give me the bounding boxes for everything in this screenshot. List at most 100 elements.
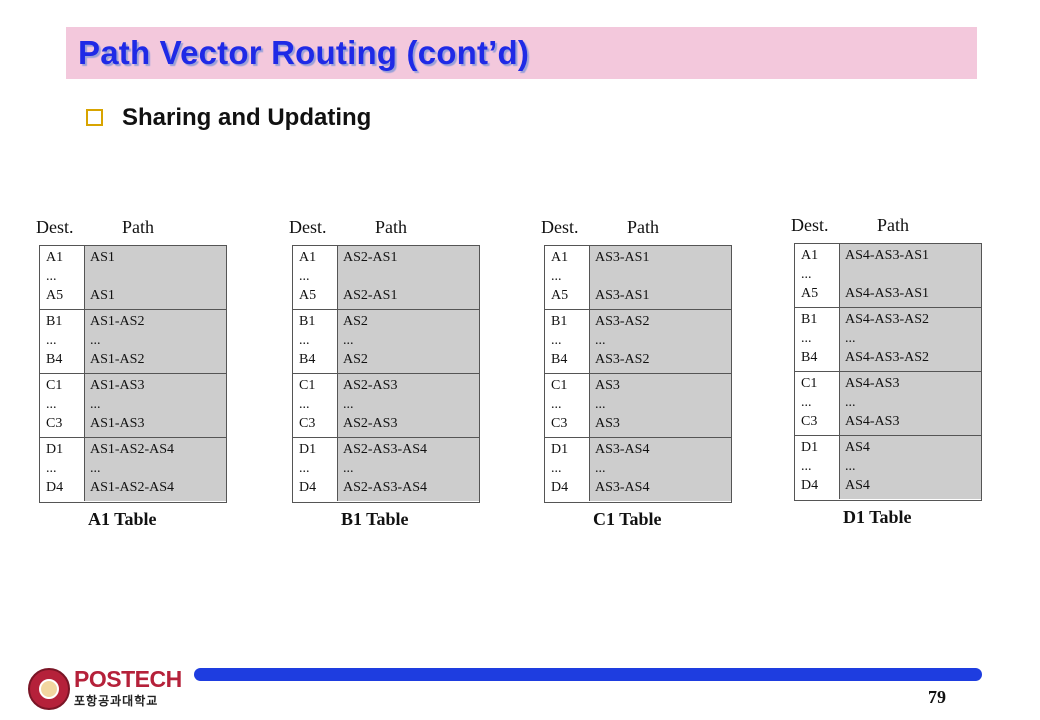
dest-header: Dest.	[36, 217, 74, 237]
slide-title: Path Vector Routing (cont’d)	[78, 34, 530, 71]
path-value: ...	[595, 461, 606, 476]
dest-cell: D1... D4	[40, 438, 85, 501]
path-value: ...	[595, 397, 606, 412]
path-value: AS1-AS2	[90, 314, 145, 329]
path-value: AS1-AS3	[90, 378, 145, 393]
path-header: Path	[375, 217, 408, 237]
dest-value: C1	[551, 378, 568, 393]
dest-value: ...	[801, 267, 812, 282]
path-value: AS4	[845, 478, 870, 493]
dest-value: C3	[551, 416, 568, 431]
university-seal-icon	[28, 668, 70, 710]
dest-header: Dest.	[541, 217, 579, 237]
dest-value: B1	[46, 314, 63, 329]
path-value: ...	[90, 333, 101, 348]
path-value: AS4	[845, 440, 870, 455]
path-value: AS2-AS3-AS4	[343, 480, 428, 495]
dest-cell: C1...C3	[545, 374, 590, 437]
dest-value: ...	[299, 269, 310, 284]
path-cell: AS3...AS3	[590, 374, 731, 437]
path-value: AS4-AS3-AS2	[845, 350, 930, 365]
logo-name: POSTECH	[74, 666, 182, 692]
dest-value: D4	[46, 480, 64, 495]
path-value: AS2-AS3	[343, 416, 398, 431]
path-value: AS4-AS3-AS1	[845, 248, 930, 263]
dest-cell: B1... B4	[40, 310, 85, 373]
dest-value: B1	[551, 314, 568, 329]
dest-value: ...	[46, 333, 57, 348]
dest-value: ...	[299, 397, 310, 412]
dest-value: B4	[299, 352, 316, 367]
path-value: AS4-AS3	[845, 376, 900, 391]
path-value: AS2-AS1	[343, 288, 398, 303]
square-bullet-icon	[86, 109, 103, 126]
dest-value: B4	[551, 352, 568, 367]
path-value: ...	[343, 397, 354, 412]
dest-value: ...	[551, 461, 562, 476]
path-cell: AS1-AS3...AS1-AS3	[85, 374, 226, 437]
dest-cell: C1...C3	[40, 374, 85, 437]
dest-value: B1	[801, 312, 818, 327]
logo-subtitle: 포항공과대학교	[74, 694, 159, 708]
path-cell: AS3-AS4...AS3-AS4	[590, 438, 731, 501]
dest-value: D1	[46, 442, 64, 457]
path-value: AS3-AS1	[595, 250, 650, 265]
dest-value: B1	[299, 314, 316, 329]
path-value: AS2-AS3	[343, 378, 398, 393]
dest-value: C3	[801, 414, 818, 429]
dest-value: ...	[801, 331, 812, 346]
dest-value: A5	[46, 288, 64, 303]
path-cell: AS4-AS3...AS4-AS3	[840, 372, 981, 435]
dest-value: D4	[801, 478, 819, 493]
dest-value: D1	[801, 440, 819, 455]
table-caption: C1 Table	[593, 509, 662, 529]
path-value: AS3	[595, 378, 620, 393]
dest-cell: B1...B4	[293, 310, 338, 373]
dest-value: B4	[801, 350, 818, 365]
path-header: Path	[877, 215, 910, 235]
path-value: AS4-AS3-AS2	[845, 312, 930, 327]
dest-value: D4	[299, 480, 317, 495]
path-value: ...	[90, 397, 101, 412]
dest-value: C3	[299, 416, 316, 431]
path-value: AS3-AS2	[595, 352, 650, 367]
dest-cell: A1...A5	[40, 246, 85, 309]
dest-value: D1	[299, 442, 317, 457]
dest-cell: C1...C3	[795, 372, 840, 435]
dest-cell: C1...C3	[293, 374, 338, 437]
dest-value: B4	[46, 352, 63, 367]
path-cell: AS1-AS2...AS1-AS2	[85, 310, 226, 373]
path-value: AS1	[90, 250, 115, 265]
path-header: Path	[122, 217, 155, 237]
dest-value: A5	[801, 286, 819, 301]
dest-value: ...	[46, 461, 57, 476]
dest-value: C1	[46, 378, 63, 393]
page-number: 79	[928, 687, 946, 707]
dest-cell: D1... D4	[293, 438, 338, 501]
path-value: AS1-AS2-AS4	[90, 442, 175, 457]
path-value: ...	[845, 459, 856, 474]
path-value: AS3-AS4	[595, 480, 650, 495]
path-value: AS1	[90, 288, 115, 303]
dest-value: C3	[46, 416, 63, 431]
dest-value: ...	[299, 461, 310, 476]
footer-bar	[194, 668, 982, 681]
